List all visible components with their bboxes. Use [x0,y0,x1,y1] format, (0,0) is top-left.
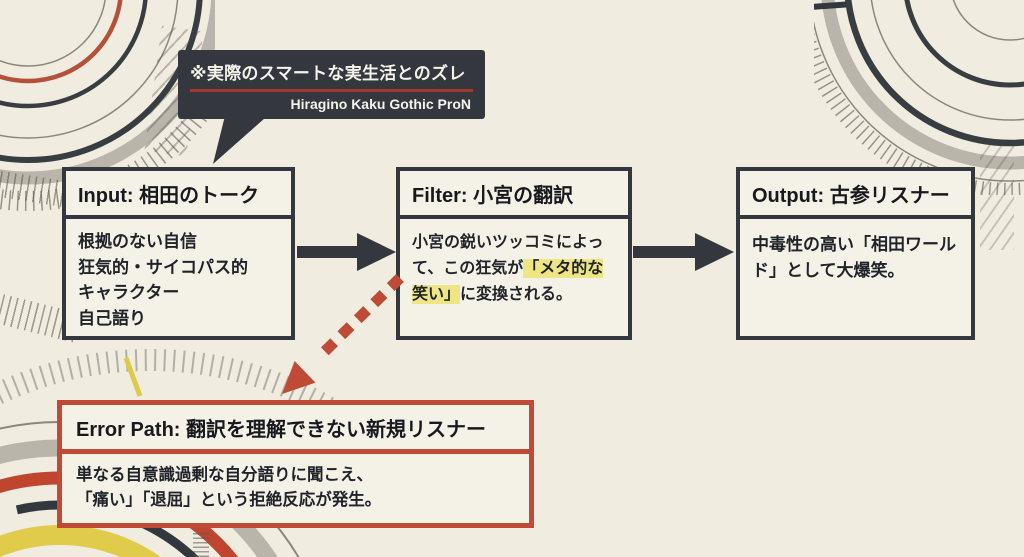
arrow-filter-to-output [633,233,734,271]
callout-title: ※実際のスマートな実生活とのズレ [190,64,466,83]
small-lines-decoration [193,533,209,557]
font-callout: ※実際のスマートな実生活とのズレ Hiragino Kaku Gothic Pr… [178,50,485,119]
node-output-header: Output: 古参リスナー [740,171,971,219]
dashed-arrow-shaft [316,274,404,360]
node-filter-body: 小宮の鋭いツッコミによって、この狂気が「メタ的な笑い」に変換される。 [412,234,604,304]
node-error-body: 単なる自意識過剰な自分語りに聞こえ、「痛い」「退屈」という拒絶反応が発生。 [76,466,382,509]
callout-underline-rule [190,89,473,92]
arrow-input-to-filter [297,233,396,271]
arrow-head [357,233,396,271]
node-error-path: Error Path: 翻訳を理解できない新規リスナー 単なる自意識過剰な自分語… [57,400,534,528]
arrow-filter-to-error [282,274,404,394]
top-right-dial-decoration [814,0,1024,195]
node-error-header: Error Path: 翻訳を理解できない新規リスナー [62,405,529,454]
node-filter-header: Filter: 小宮の翻訳 [400,171,628,219]
hatch-marks-decoration [980,140,1014,250]
callout-font-name: Hiragino Kaku Gothic ProN [290,96,471,112]
dashed-arrow-head [282,361,316,394]
callout-tail [213,118,265,164]
node-filter: Filter: 小宮の翻訳 小宮の鋭いツッコミによって、この狂気が「メタ的な笑い… [396,167,632,340]
node-input-body: 根拠のない自信狂気的・サイコパス的キャラクター自己語り [78,232,248,328]
node-output-body: 中毒性の高い「相田ワールド」として大爆笑。 [752,235,956,280]
arrow-shaft [633,246,695,258]
node-output: Output: 古参リスナー 中毒性の高い「相田ワールド」として大爆笑。 [736,167,975,340]
arrow-head [695,233,734,271]
node-input-header: Input: 相田のトーク [66,171,291,219]
arrow-shaft [297,246,357,258]
node-input: Input: 相田のトーク 根拠のない自信狂気的・サイコパス的キャラクター自己語… [62,167,295,340]
